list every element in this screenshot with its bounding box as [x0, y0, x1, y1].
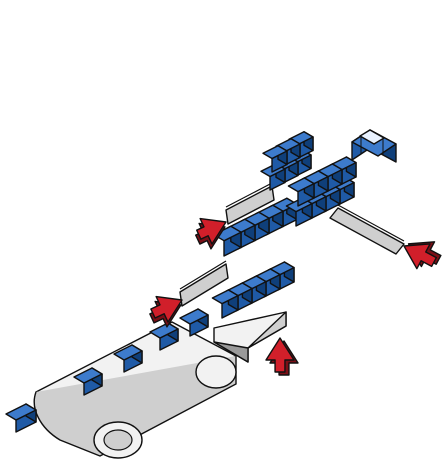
upper-rail-edge	[225, 182, 273, 208]
arrows-layer	[149, 217, 442, 376]
conveyor-belt	[33, 321, 237, 459]
belt-roller-hub	[103, 429, 133, 451]
belt-box-2	[113, 344, 143, 373]
right-rail	[329, 204, 405, 255]
upper-stack-high-box-1	[262, 145, 288, 173]
right-stack-high-box-1	[287, 177, 315, 207]
belt-side	[33, 356, 237, 457]
finished-cube-highlight	[359, 129, 385, 145]
upper-stack	[260, 131, 314, 191]
upper-rail-face	[225, 185, 275, 225]
belt-box-1-top	[73, 367, 103, 384]
finished-cube	[351, 129, 397, 163]
right-stack-high-box-1-top	[287, 177, 315, 193]
upper-stack-high-box-2	[275, 138, 301, 166]
tray-row	[211, 261, 295, 319]
boxes-layer	[5, 129, 397, 433]
arrow-right-body	[403, 243, 438, 270]
tray-row-box-5	[267, 261, 295, 291]
entry-box	[5, 403, 37, 433]
tray-shadow	[213, 341, 249, 363]
upper-stack-high	[262, 131, 314, 173]
belt-roller-back	[195, 355, 237, 389]
belt-box-4-top	[179, 308, 209, 325]
right-rail-edge	[337, 204, 405, 242]
belt-box-3	[149, 322, 179, 351]
right-rail-face	[329, 207, 405, 255]
arrow-up-body	[265, 337, 295, 373]
rails-layer	[179, 182, 405, 363]
entry-box-top	[5, 403, 37, 421]
upper-rail	[225, 182, 275, 225]
tray-row-box-1-top	[211, 289, 239, 305]
belt-box-1	[73, 367, 103, 396]
arrow-up	[265, 337, 299, 376]
arrow-middle-left-body	[150, 295, 183, 323]
arrow-upper-left-body	[196, 217, 227, 245]
middle-rail-edge	[179, 260, 227, 290]
conveyor-belt-icon	[33, 321, 237, 459]
upper-stack-high-box-1-top	[262, 145, 288, 160]
tray	[213, 311, 287, 363]
belt-box-4	[179, 308, 209, 337]
middle-row	[213, 197, 298, 257]
right-stack	[285, 156, 357, 227]
belt-box-2-top	[113, 344, 143, 361]
tray-row-box-1	[211, 289, 239, 319]
arrow-middle-left	[149, 295, 183, 328]
arrow-upper-left	[194, 217, 227, 250]
tray-side	[247, 311, 287, 349]
right-stack-high	[287, 156, 357, 207]
arrow-right	[403, 241, 442, 270]
